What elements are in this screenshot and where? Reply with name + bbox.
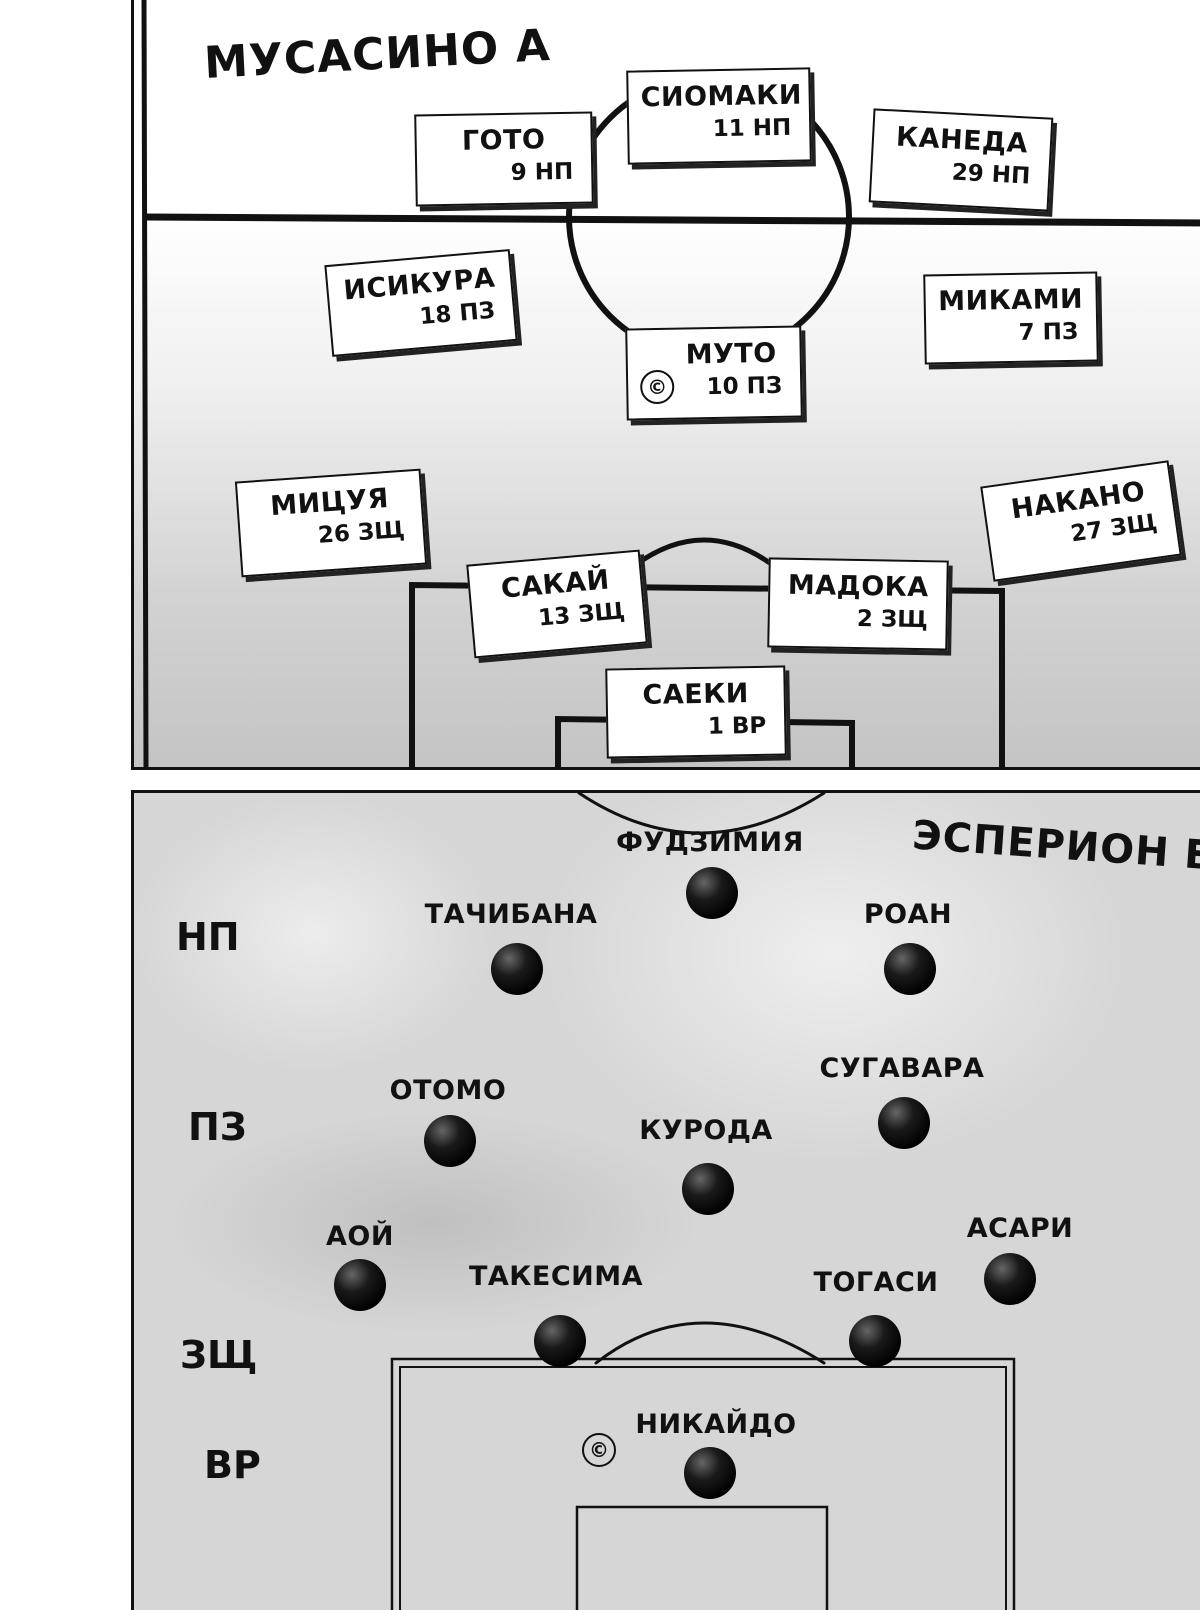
- row-label-midfield: ПЗ: [188, 1105, 247, 1149]
- player-card-mitsuya: МИЦУЯ 26 ЗЩ: [234, 468, 428, 578]
- row-label-goalkeeper: ВР: [204, 1443, 261, 1487]
- halfway-line: [142, 213, 1200, 227]
- player-marker-otomo: [424, 1115, 476, 1167]
- player-marker-tachibana: [491, 943, 543, 995]
- player-card-ishikura: ИСИКУРА 18 ПЗ: [324, 249, 518, 357]
- penalty-box-outer: [390, 1357, 1016, 1610]
- player-marker-asari: [984, 1253, 1036, 1305]
- player-marker-takeshima: [534, 1315, 586, 1367]
- bottom-team-panel: ЭСПЕРИОН Б НП ПЗ ЗЩ ВР ФУДЗИМИЯ ТАЧИБАНА…: [131, 790, 1200, 1610]
- player-name: КАНЕДА: [895, 121, 1029, 160]
- player-name: МУТО: [685, 337, 778, 371]
- player-name: СИОМАКИ: [640, 79, 803, 114]
- player-label-takeshima: ТАКЕСИМА: [468, 1261, 644, 1292]
- player-marker-aoi: [334, 1259, 386, 1311]
- left-touchline: [141, 0, 149, 767]
- player-name: САЕКИ: [642, 678, 750, 711]
- player-label-fujimiya: ФУДЗИМИЯ: [616, 827, 804, 858]
- row-label-defense: ЗЩ: [180, 1333, 258, 1377]
- player-label-tachibana: ТАЧИБАНА: [424, 899, 598, 930]
- player-card-madoka: МАДОКА 2 ЗЩ: [767, 557, 949, 651]
- player-card-goto: ГОТО 9 НП: [414, 111, 594, 207]
- player-marker-roan: [884, 943, 936, 995]
- penalty-box-inner: [399, 1366, 1007, 1610]
- player-number: 1 ВР: [707, 712, 767, 740]
- player-label-kuroda: КУРОДА: [639, 1115, 773, 1146]
- penalty-box: [409, 581, 1005, 767]
- player-label-otomo: ОТОМО: [389, 1075, 507, 1106]
- player-name: МИКАМИ: [937, 283, 1084, 318]
- player-card-kaneda: КАНЕДА 29 НП: [868, 108, 1054, 212]
- player-number: 29 НП: [951, 159, 1031, 190]
- player-name: ГОТО: [461, 124, 546, 157]
- player-marker-kuroda: [682, 1163, 734, 1215]
- penalty-arc: [594, 1321, 826, 1365]
- player-marker-nikaido: [684, 1447, 736, 1499]
- player-card-sakai: САКАЙ 13 ЗЩ: [466, 549, 648, 659]
- player-card-mikami: МИКАМИ 7 ПЗ: [923, 271, 1099, 365]
- bottom-field-lines: [390, 793, 1016, 1610]
- player-label-nikaido: НИКАЙДО: [635, 1409, 797, 1440]
- captain-badge-icon: ©: [582, 1433, 616, 1467]
- player-number: 9 НП: [510, 158, 574, 186]
- player-card-muto: © МУТО 10 ПЗ: [625, 325, 803, 421]
- player-label-roan: РОАН: [863, 899, 953, 930]
- player-label-togashi: ТОГАСИ: [813, 1267, 939, 1298]
- player-name: МАДОКА: [787, 569, 929, 604]
- row-label-forwards: НП: [176, 915, 240, 959]
- player-marker-sugawara: [878, 1097, 930, 1149]
- player-number: 10 ПЗ: [706, 372, 783, 401]
- player-number: 7 ПЗ: [1018, 318, 1079, 346]
- player-number: 2 ЗЩ: [856, 605, 928, 634]
- player-number: 26 ЗЩ: [317, 516, 406, 549]
- player-label-aoi: АОЙ: [326, 1221, 394, 1252]
- player-label-asari: АСАРИ: [966, 1213, 1074, 1244]
- player-label-sugawara: СУГАВАРА: [819, 1053, 985, 1084]
- top-team-panel: МУСАСИНО А СИОМАКИ 11 НП ГОТО 9 НП КАНЕД…: [131, 0, 1200, 770]
- captain-badge-icon: ©: [639, 369, 675, 405]
- center-circle-arc: [577, 793, 826, 835]
- player-card-shiomaki: СИОМАКИ 11 НП: [626, 67, 812, 165]
- player-marker-fujimiya: [686, 867, 738, 919]
- goal-box: [575, 1505, 829, 1610]
- player-marker-togashi: [849, 1315, 901, 1367]
- player-number: 11 НП: [712, 114, 792, 143]
- player-card-saeki: САЕКИ 1 ВР: [605, 665, 787, 759]
